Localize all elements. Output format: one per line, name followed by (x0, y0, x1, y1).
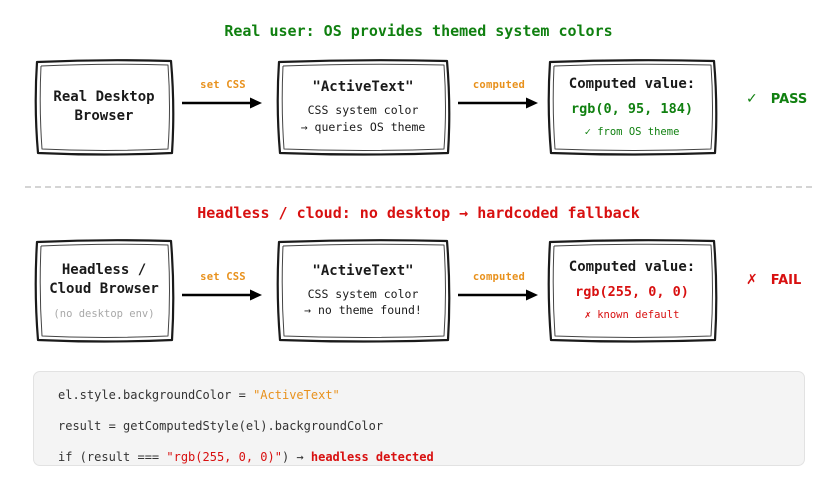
cross-icon: ✗ (746, 272, 758, 288)
arrow-computed-row-2: computed (458, 271, 540, 302)
code-line-1-string: "ActiveText" (253, 388, 340, 402)
node-frame-sketch (34, 59, 175, 156)
arrow-label-computed-row-1: computed (472, 79, 526, 91)
code-line-1-part-a: el.style.backgroundColor = (58, 388, 254, 402)
code-line-3-string: "rgb(255, 0, 0)" (166, 450, 282, 464)
arrow-glyph (458, 97, 538, 109)
arrow-glyph (458, 289, 538, 301)
verdict-pass: ✓ PASS (746, 91, 807, 107)
verdict-label: FAIL (770, 272, 802, 288)
check-icon: ✓ (746, 91, 758, 107)
node-activetext-row-1[interactable]: "ActiveText" CSS system color → queries … (272, 58, 454, 156)
arrow-computed-row-1: computed (458, 79, 540, 110)
node-real-desktop-browser[interactable]: Real Desktop Browser (30, 58, 178, 156)
code-line-3-part-a: if (result === (58, 450, 167, 464)
arrow-glyph (182, 97, 262, 109)
arrow-glyph (182, 289, 262, 301)
code-line-3-part-c: ) → (281, 450, 311, 464)
node-headless-cloud-browser[interactable]: Headless / Cloud Browser (no desktop env… (30, 238, 178, 343)
arrow-label-set-css-row-1: set CSS (200, 79, 246, 91)
code-line-1: el.style.backgroundColor = "ActiveText" (58, 389, 780, 401)
code-snippet-card: el.style.backgroundColor = "ActiveText" … (33, 371, 805, 466)
node-frame-sketch (547, 59, 718, 156)
node-activetext-row-2[interactable]: "ActiveText" CSS system color → no theme… (272, 238, 454, 343)
node-frame-sketch (34, 239, 175, 343)
arrow-set-css-row-1: set CSS (182, 79, 264, 110)
arrow-set-css-row-2: set CSS (182, 271, 264, 302)
node-frame-sketch (547, 239, 718, 343)
code-line-3: if (result === "rgb(255, 0, 0)") → headl… (58, 451, 780, 463)
row-1-title: Real user: OS provides themed system col… (224, 22, 613, 40)
code-line-2: result = getComputedStyle(el).background… (58, 419, 384, 433)
arrow-label-computed-row-2: computed (472, 271, 526, 283)
node-computed-value-row-1[interactable]: Computed value: rgb(0, 95, 184) ✓ from O… (543, 58, 721, 156)
code-line-3-emphasis: headless detected (310, 450, 434, 464)
node-frame-sketch (276, 239, 451, 343)
node-frame-sketch (276, 59, 451, 156)
node-computed-value-row-2[interactable]: Computed value: rgb(255, 0, 0) ✗ known d… (543, 238, 721, 343)
row-2-title: Headless / cloud: no desktop → hardcoded… (197, 204, 640, 222)
arrow-label-set-css-row-2: set CSS (200, 271, 246, 283)
verdict-fail: ✗ FAIL (746, 272, 801, 288)
section-divider (25, 186, 812, 188)
verdict-label: PASS (770, 91, 808, 107)
